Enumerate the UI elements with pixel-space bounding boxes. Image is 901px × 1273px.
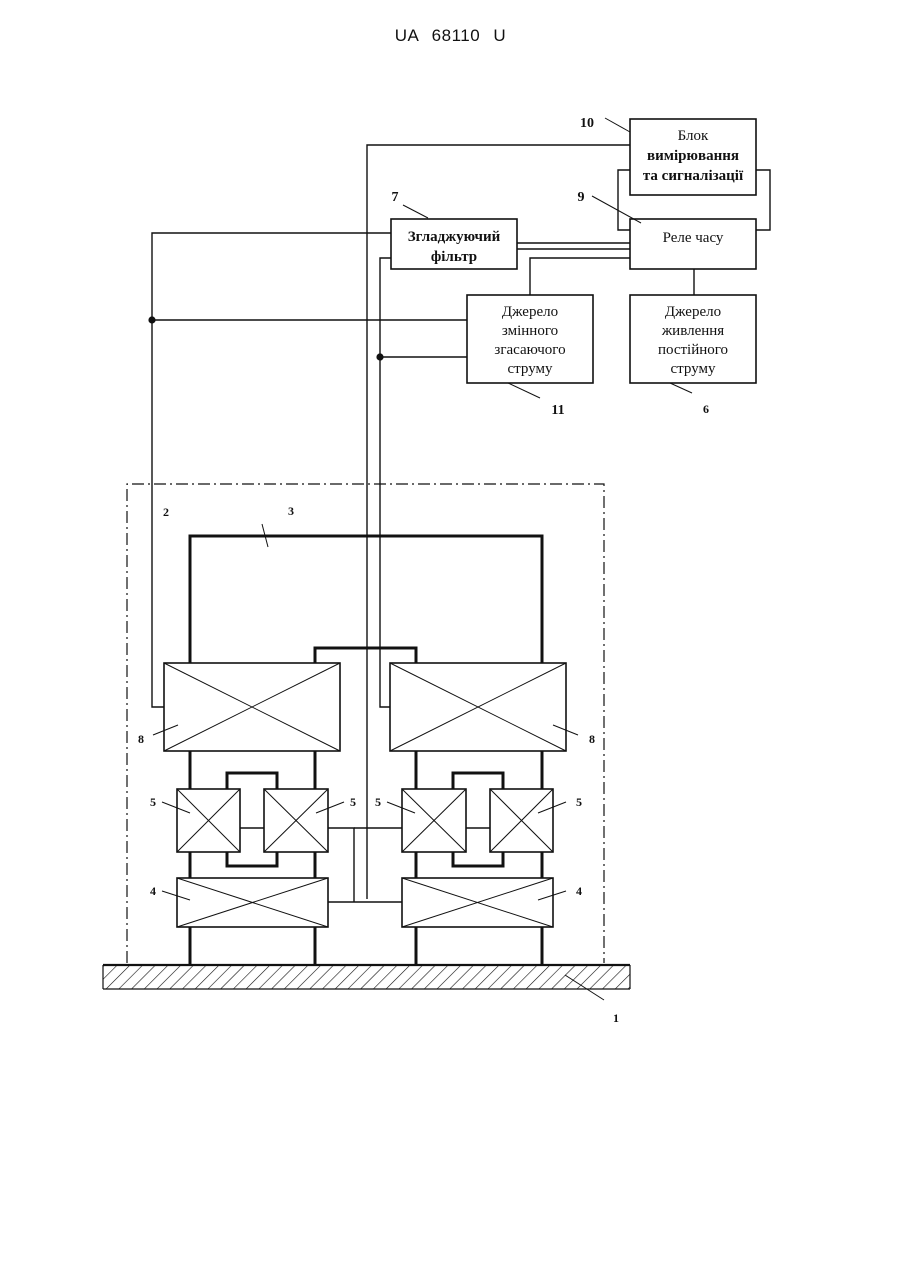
block-6-line-1: Джерело [665,304,721,320]
block-11-line-2: змінного [502,323,558,339]
winding-8-right [390,663,566,751]
ac-decaying-source: Джерело змінного згасаючого струму [467,295,593,383]
measurement-signaling-unit: Блок вимірювання та сигналізації [630,119,756,195]
ref-6: 6 [703,402,709,416]
smoothing-filter: Згладжуючий фільтр [391,219,517,269]
winding-4-left [177,878,328,927]
winding-5-a [177,789,240,852]
block-10-line-1: Блок [678,128,709,144]
ref-9: 9 [578,190,585,205]
ref-1: 1 [613,1011,619,1025]
winding-4-right [402,878,553,927]
block-7-line-1: Згладжуючий [408,229,501,245]
time-relay: Реле часу [630,219,756,269]
ref-5-c: 5 [375,795,381,809]
winding-5-d [490,789,553,852]
block-7-line-2: фільтр [431,249,477,265]
ref-2: 2 [163,505,169,519]
block-9-line-1: Реле часу [663,230,724,246]
junction-dot-right [376,353,383,360]
ref-5-d: 5 [576,795,582,809]
ref-4-right: 4 [576,884,582,898]
ref-5-b: 5 [350,795,356,809]
ref-7: 7 [392,190,399,205]
foundation-base [103,965,630,989]
ref-10: 10 [580,116,594,131]
ref-8-right: 8 [589,732,595,746]
winding-8-left [164,663,340,751]
ref-8-left: 8 [138,732,144,746]
ref-4-left: 4 [150,884,156,898]
block-10-line-3: та сигналізації [643,168,744,184]
block-11-line-1: Джерело [502,304,558,320]
winding-5-b [264,789,328,852]
block-11-line-4: струму [508,361,553,377]
winding-5-c [402,789,466,852]
block-6-line-4: струму [671,361,716,377]
dc-power-source: Джерело живлення постійного струму [630,295,756,383]
ref-5-a: 5 [150,795,156,809]
ref-3: 3 [288,504,294,518]
block-11-line-3: згасаючого [494,342,565,358]
block-6-line-3: постійного [658,342,728,358]
ref-11: 11 [551,403,564,418]
junction-dot-left [148,316,155,323]
block-6-line-2: живлення [661,323,724,339]
block-10-line-2: вимірювання [647,148,739,164]
